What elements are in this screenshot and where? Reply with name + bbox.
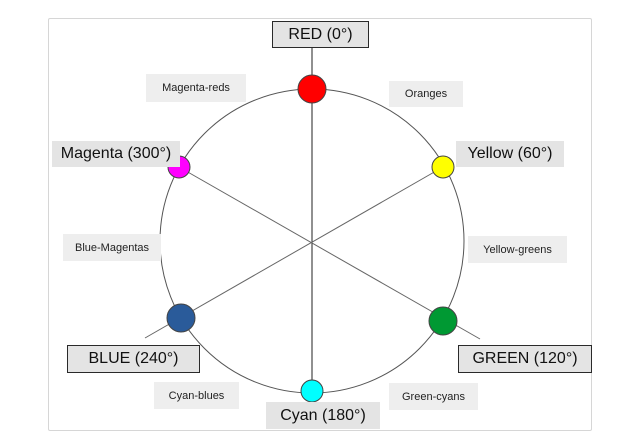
yellow-blue-axis [144, 166, 444, 339]
blue-label: BLUE (240°) [67, 345, 200, 373]
cyan-label: Cyan (180°) [266, 402, 380, 429]
magenta-label: Magenta (300°) [52, 141, 180, 167]
blue-dot [166, 303, 196, 333]
magenta-green-axis [178, 166, 481, 340]
yellow-label: Yellow (60°) [456, 141, 564, 167]
yellow-greens-label: Yellow-greens [468, 236, 567, 263]
magenta-reds-label: Magenta-reds [146, 74, 246, 102]
yellow-dot [431, 155, 455, 179]
green-cyans-label: Green-cyans [389, 383, 478, 410]
green-label: GREEN (120°) [458, 345, 592, 373]
green-dot [428, 306, 458, 336]
red-dot [297, 74, 327, 104]
blue-magentas-label: Blue-Magentas [63, 234, 161, 261]
red-label: RED (0°) [272, 21, 369, 48]
oranges-label: Oranges [389, 81, 463, 107]
cyan-dot [300, 379, 324, 403]
cyan-blues-label: Cyan-blues [154, 382, 239, 409]
